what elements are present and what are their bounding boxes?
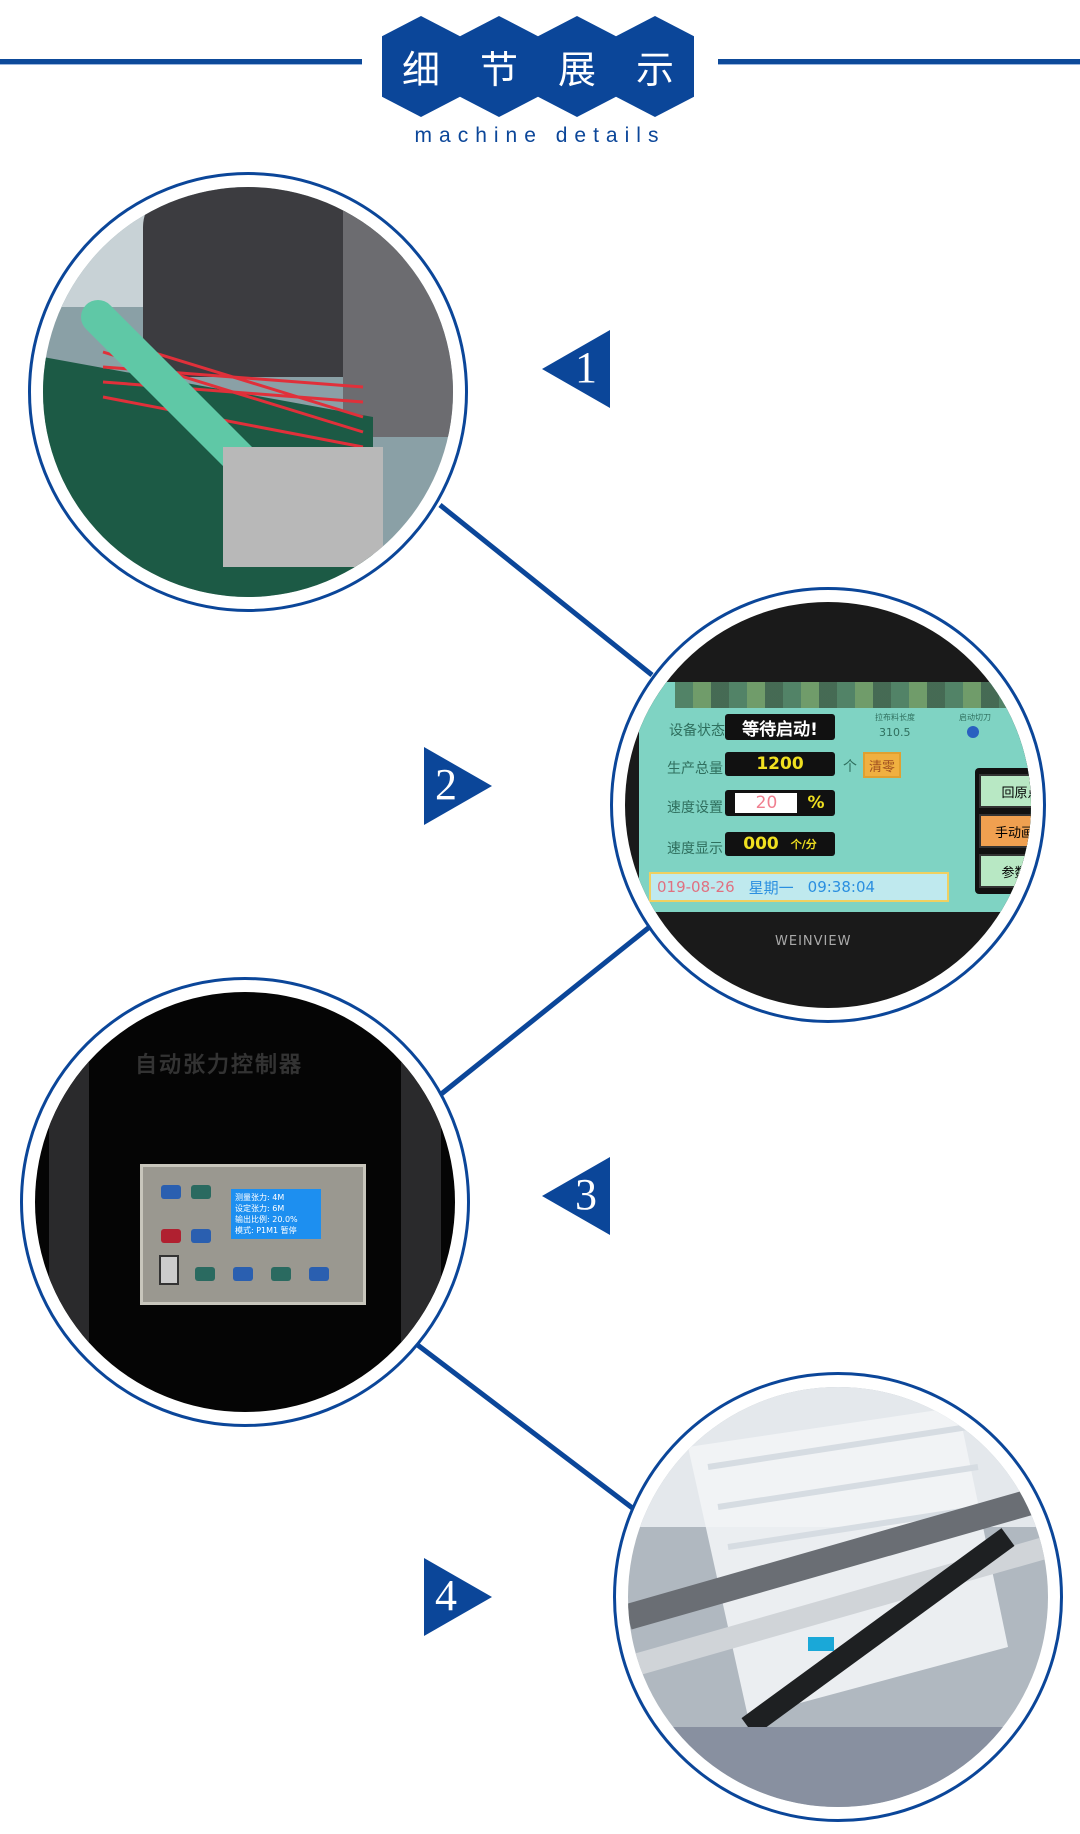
home-button[interactable]: 回原点 [979, 774, 1031, 808]
header-line-right [718, 59, 1080, 65]
header-line-left [0, 59, 362, 65]
controller-image: 自动张力控制器 测量张力: 4M 设定张力: 6M 输出比例: 20.0% 模式… [35, 992, 455, 1412]
cut-label: 启动切刀 [959, 713, 991, 722]
controller-button[interactable] [309, 1267, 329, 1281]
controller-panel: 测量张力: 4M 设定张力: 6M 输出比例: 20.0% 模式: P1M1 暂… [140, 1164, 366, 1305]
length-label: 拉布料长度 [875, 713, 915, 722]
down-button[interactable] [233, 1267, 253, 1281]
blurred-title [675, 682, 1031, 708]
step-marker-3: 3 [542, 1157, 610, 1235]
speed-show-field: 000 个/分 [725, 832, 835, 856]
weinview-logo: WEINVIEW [775, 934, 852, 949]
controller-button[interactable] [161, 1185, 181, 1199]
touchscreen-image: 设备状态 等待启动! 拉布料长度 310.5 启动切刀 生产总量 1200 个 … [625, 602, 1031, 1008]
title-hex-3: 展 [538, 16, 616, 117]
connector-1-2 [438, 503, 654, 677]
date: 019-08-26 [657, 878, 735, 896]
detail-photo-touchscreen: 设备状态 等待启动! 拉布料长度 310.5 启动切刀 生产总量 1200 个 … [610, 587, 1046, 1023]
status-label: 设备状态 [669, 723, 725, 739]
title-hex-2: 节 [460, 16, 538, 117]
weekday: 星期一 [748, 878, 794, 897]
lcd-line: 设定张力: 6M [235, 1204, 285, 1213]
subtitle: machine details [414, 124, 666, 147]
params-button[interactable]: 参数设 [979, 854, 1031, 888]
step-marker-1: 1 [542, 330, 610, 408]
lcd-line: 输出比例: 20.0% [235, 1215, 298, 1224]
side-button-panel: 回原点 手动画面 参数设 [975, 768, 1031, 894]
manual-button[interactable]: 手动画面 [979, 814, 1031, 848]
lcd-line: 模式: P1M1 暂停 [235, 1226, 297, 1235]
controller-button[interactable] [161, 1229, 181, 1243]
cut-indicator-icon[interactable] [967, 726, 979, 738]
speed-set-input[interactable]: 20 [735, 793, 798, 813]
length-value: 310.5 [879, 726, 911, 739]
clear-button[interactable]: 清零 [863, 752, 901, 778]
speed-set-label: 速度设置 [667, 800, 723, 816]
step-marker-4: 4 [424, 1558, 492, 1636]
controller-lcd: 测量张力: 4M 设定张力: 6M 输出比例: 20.0% 模式: P1M1 暂… [231, 1189, 321, 1239]
total-unit: 个 [843, 759, 857, 775]
title-hex-1: 细 [382, 16, 460, 117]
hmi-screen: 设备状态 等待启动! 拉布料长度 310.5 启动切刀 生产总量 1200 个 … [639, 682, 1031, 912]
lcd-line: 测量张力: 4M [235, 1193, 285, 1202]
controller-button[interactable] [271, 1267, 291, 1281]
title-hex-4: 示 [616, 16, 694, 117]
controller-button[interactable] [191, 1185, 211, 1199]
connector-2-3 [438, 923, 654, 1097]
total-label: 生产总量 [667, 761, 723, 777]
status-bar: 019-08-26 星期一 09:38:04 [649, 872, 949, 902]
speed-show-label: 速度显示 [667, 841, 723, 857]
status-value: 等待启动! [725, 714, 835, 740]
speed-set-field[interactable]: 20 % [725, 790, 835, 816]
total-value: 1200 [725, 752, 835, 776]
speed-show-value: 000 [743, 834, 779, 854]
roller-image [43, 187, 453, 597]
cabinet-label: 自动张力控制器 [135, 1053, 304, 1078]
detail-photo-controller: 自动张力控制器 测量张力: 4M 设定张力: 6M 输出比例: 20.0% 模式… [20, 977, 470, 1427]
power-switch[interactable] [159, 1255, 179, 1285]
film-rollers-image [628, 1387, 1048, 1807]
speed-set-unit: % [807, 793, 825, 813]
speed-show-unit: 个/分 [790, 838, 817, 851]
time: 09:38:04 [807, 878, 876, 896]
up-button[interactable] [195, 1267, 215, 1281]
controller-button[interactable] [191, 1229, 211, 1243]
detail-photo-film-rollers [613, 1372, 1063, 1822]
step-marker-2: 2 [424, 747, 492, 825]
detail-photo-roller [28, 172, 468, 612]
